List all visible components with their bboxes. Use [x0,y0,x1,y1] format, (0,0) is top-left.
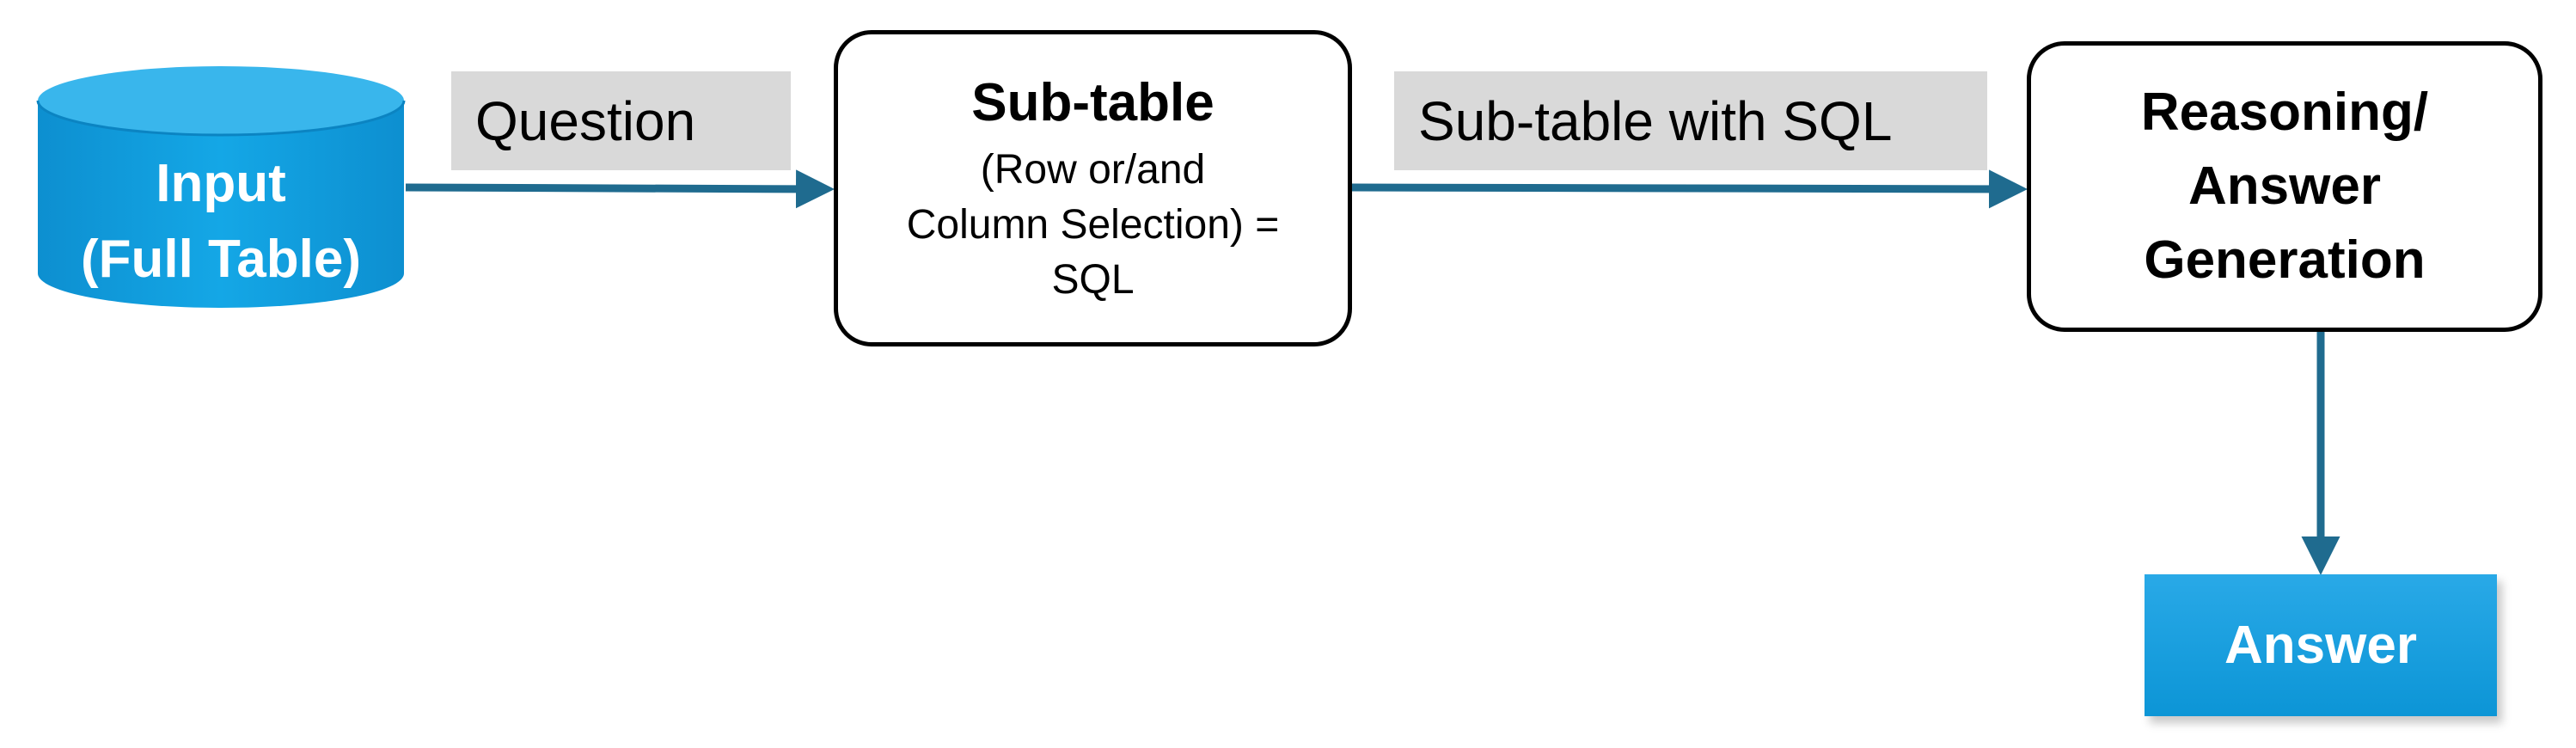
subtable-node-title: Sub-table [971,73,1215,132]
edge-label-question: Question [451,71,791,170]
answer-node: Answer [2145,574,2497,716]
arrow-input-to-subtable [405,169,835,209]
subtable-node: Sub-table (Row or/and Column Selection) … [834,30,1352,346]
reasoning-node-line-3: Generation [2144,230,2426,290]
edge-label-question-text: Question [475,89,696,152]
answer-node-label: Answer [2224,616,2417,675]
database-cylinder-icon [36,66,406,308]
subtable-node-desc-3: SQL [1051,257,1135,303]
input-database-node: Input (Full Table) [36,64,406,310]
input-node-title: Input [156,153,286,213]
input-node-subtitle: (Full Table) [80,229,362,289]
subtable-node-desc-2: Column Selection) = [906,202,1280,248]
reasoning-node-line-2: Answer [2188,156,2381,216]
reasoning-node-line-1: Reasoning/ [2140,83,2429,142]
arrow-subtable-to-reasoning [1351,169,2028,209]
edge-label-subtable-with-sql-text: Sub-table with SQL [1418,89,1893,152]
subtable-node-desc-1: (Row or/and [980,147,1206,193]
edge-label-subtable-with-sql: Sub-table with SQL [1394,71,1987,170]
reasoning-node: Reasoning/ Answer Generation [2027,41,2542,332]
